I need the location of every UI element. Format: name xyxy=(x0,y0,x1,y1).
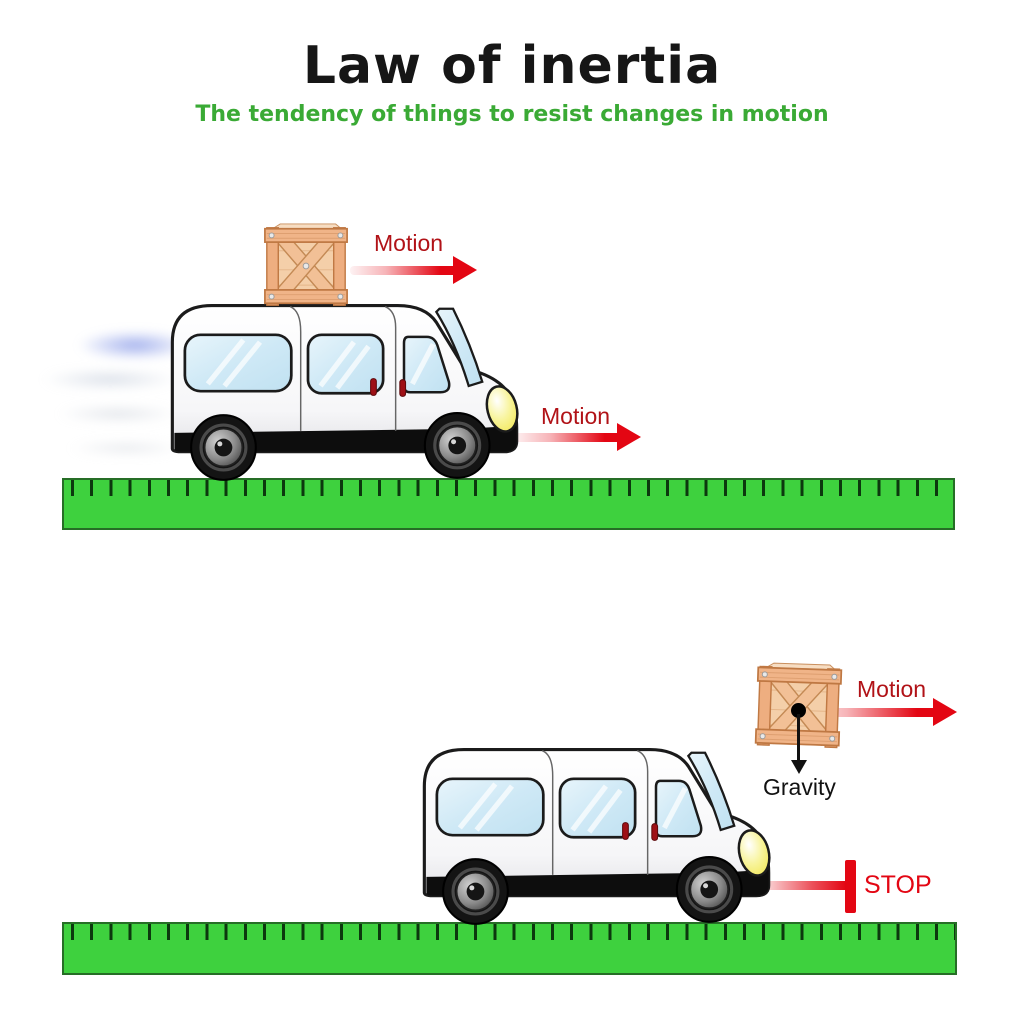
van-motion-label: Motion xyxy=(541,403,611,429)
gravity-label: Gravity xyxy=(763,774,836,800)
stop-label: STOP xyxy=(864,871,932,899)
arrow-head xyxy=(617,423,641,451)
arrow-bar xyxy=(514,432,617,442)
van-illustration xyxy=(416,736,776,926)
crate-motion-label: Motion xyxy=(857,676,927,702)
page-title: Law of inertia xyxy=(302,36,722,96)
right-arrow-icon xyxy=(350,256,477,284)
ruler-ground-strip xyxy=(62,922,957,975)
crate-motion-label: Motion xyxy=(374,230,444,256)
van-illustration xyxy=(164,292,524,482)
ruler-ticks xyxy=(71,924,955,940)
stop-barrier-icon xyxy=(762,881,846,890)
ruler-ground-strip xyxy=(62,478,955,530)
down-arrow-head xyxy=(791,760,807,774)
center-of-mass-dot xyxy=(791,703,806,718)
arrow-bar xyxy=(350,265,453,275)
wooden-crate-icon xyxy=(264,223,348,307)
ruler-ticks xyxy=(71,480,953,496)
right-arrow-icon xyxy=(800,698,957,726)
arrow-head xyxy=(453,256,477,284)
page-subtitle: The tendency of things to resist changes… xyxy=(195,102,829,127)
down-arrow-icon xyxy=(797,714,800,761)
stop-barrier-post xyxy=(845,860,856,913)
right-arrow-icon xyxy=(514,423,641,451)
arrow-bar xyxy=(800,707,933,717)
arrow-head xyxy=(933,698,957,726)
